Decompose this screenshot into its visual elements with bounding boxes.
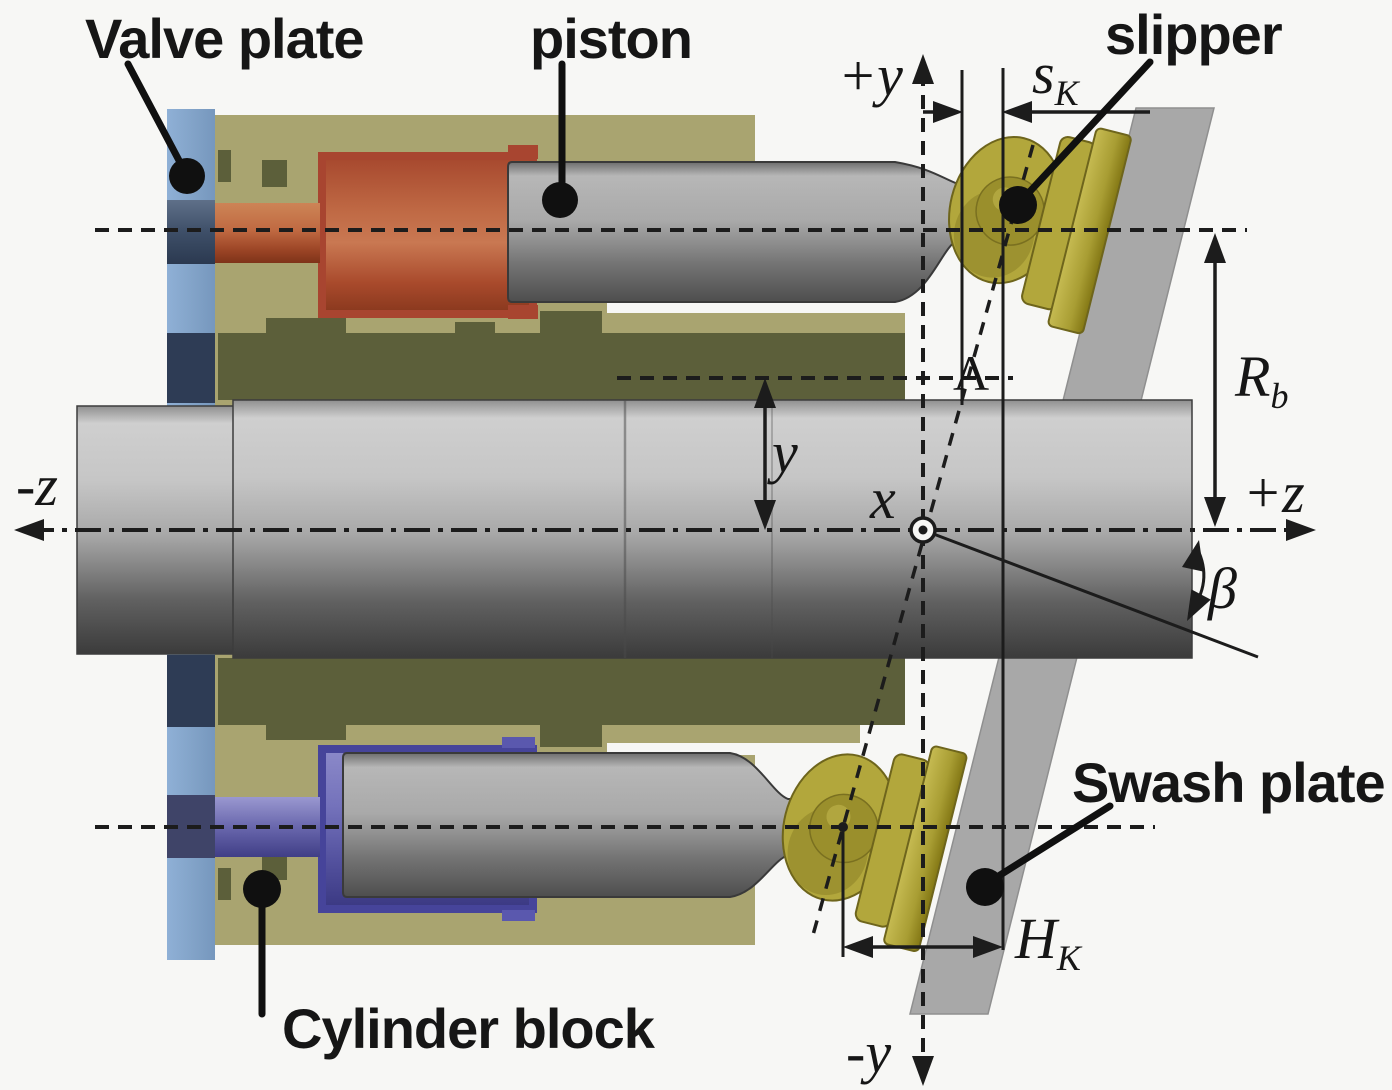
slipper-leader <box>999 58 1154 224</box>
bottom-ball-centre-dot <box>838 822 848 832</box>
point-a-label: A <box>953 345 989 401</box>
top-cylinder-chamber <box>215 145 538 319</box>
origin-marker <box>909 516 937 544</box>
neg-z-axis-label: -z <box>16 453 58 518</box>
dimension-hk <box>843 936 1003 958</box>
text-labels: Valve plate piston slipper Swash plate C… <box>16 3 1386 1085</box>
valve-plate-leader <box>124 60 205 194</box>
dimension-rb <box>1204 233 1226 527</box>
pos-z-axis-label: +z <box>1243 460 1305 525</box>
dimension-y <box>754 378 776 530</box>
annotation-lines <box>14 54 1316 1086</box>
cylinder-block-leader <box>243 870 281 1018</box>
pos-y-axis-label: +y <box>838 43 903 108</box>
swash-plate-label: Swash plate <box>1072 751 1385 814</box>
cylinder-block-label: Cylinder block <box>282 997 656 1060</box>
swash-angle-beta <box>922 528 1259 659</box>
piston-label: piston <box>530 7 692 70</box>
x-origin-label: x <box>869 466 896 531</box>
y-displacement-label: y <box>767 420 798 485</box>
swash-normal-line <box>922 528 1259 659</box>
leader-lines <box>124 58 1154 1018</box>
valve-plate-label: Valve plate <box>85 7 364 70</box>
swash-plate-leader <box>966 802 1114 906</box>
slipper-label: slipper <box>1105 3 1282 66</box>
piston-leader <box>542 60 578 218</box>
rb-dimension-label: Rb <box>1234 344 1288 416</box>
neg-y-axis-label: -y <box>846 1020 891 1085</box>
top-port-channel <box>215 203 320 263</box>
sk-dimension-label: sK <box>1032 41 1081 113</box>
hk-dimension-label: HK <box>1014 906 1083 978</box>
dimension-sk <box>923 101 1150 123</box>
cylinder-block-dark-sections <box>218 150 905 900</box>
beta-angle-label: β <box>1207 556 1237 621</box>
